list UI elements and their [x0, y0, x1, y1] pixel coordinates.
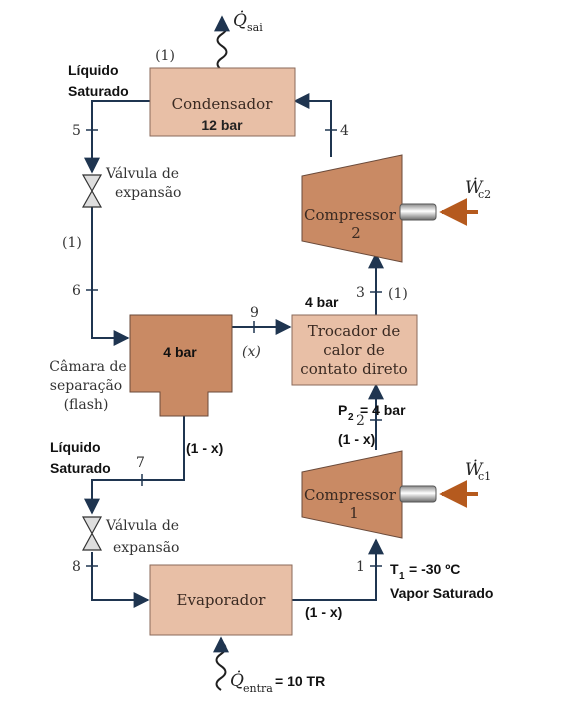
exchanger-line1: Trocador de [308, 322, 401, 340]
compressor-1-shaft [399, 485, 437, 503]
valve-bottom-line1: Válvula de [105, 518, 179, 534]
t1-symbol: T [390, 561, 399, 577]
heat-out: Q̇ sai [214, 11, 263, 71]
p2-label: P 2 = 4 bar [338, 402, 406, 423]
compressor-2-shaft [399, 203, 437, 221]
flash-line1: Câmara de [49, 359, 126, 375]
p2-sub: 2 [348, 412, 354, 423]
condenser: Condensador 12 bar (1) [149, 48, 296, 137]
compressor-2: Compressor 2 Ẇ c2 [301, 154, 491, 263]
t1-sub: 1 [399, 571, 405, 582]
pipe-condenser-to-valve [84, 100, 150, 174]
liquid-bottom-line1: Líquido [50, 439, 101, 455]
state-ticks [86, 129, 382, 567]
heat-out-symbol: Q̇ [233, 11, 247, 31]
p2-value: = 4 bar [360, 402, 406, 418]
stream-one-minus-x-s2: (1 - x) [338, 431, 375, 447]
stream-one-minus-x-flash: (1 - x) [186, 440, 223, 456]
evaporator-label: Evaporador [177, 591, 267, 609]
p2-symbol: P [338, 402, 347, 418]
state-1: 1 [356, 559, 365, 575]
pipe-comp2-to-condenser [293, 93, 332, 157]
flash-line2: separação [50, 378, 122, 394]
stream-s3-frac: (1) [388, 286, 408, 302]
valve-top-line2: expansão [115, 185, 181, 201]
liquid-top-line2: Saturado [68, 83, 129, 99]
flash-chamber: 4 bar Câmara de separação (flash) [49, 314, 233, 417]
valve-bottom-icon [81, 516, 103, 551]
valve-top: Válvula de expansão [81, 166, 181, 208]
heat-out-subscript: sai [247, 21, 263, 34]
stream-p-exchanger: 4 bar [305, 294, 339, 310]
heat-in-value: = 10 TR [275, 673, 325, 689]
heat-in-subscript: entra [243, 682, 273, 695]
condenser-label: Condensador [172, 95, 274, 113]
state-numbers: 5 6 8 4 3 2 1 9 7 [72, 123, 365, 575]
state-9: 9 [250, 305, 259, 321]
state-3: 3 [356, 285, 365, 301]
exchanger: Trocador de calor de contato direto [291, 314, 418, 386]
state-5: 5 [72, 123, 81, 139]
valve-top-line1: Válvula de [105, 166, 179, 182]
pipe-evaporator-to-comp1 [292, 538, 384, 601]
stream-left-mid: (1) [62, 235, 82, 251]
heat-in: Q̇ entra = 10 TR [213, 636, 325, 695]
compressor-1: Compressor 1 Ẇ c1 [301, 450, 491, 539]
condenser-state-label: (1) [155, 48, 175, 64]
state-2: 2 [356, 413, 365, 429]
heat-in-squiggle [215, 641, 227, 691]
pipe-flash-to-valve [84, 416, 185, 515]
condenser-pressure: 12 bar [201, 117, 243, 133]
stream-one-minus-x-evap: (1 - x) [305, 604, 342, 620]
state-7: 7 [136, 455, 145, 471]
valve-top-icon [81, 174, 103, 208]
liquid-top-line1: Líquido [68, 62, 119, 78]
state-6: 6 [72, 283, 81, 299]
compressor-1-label: Compressor [304, 486, 397, 504]
state-8: 8 [72, 559, 81, 575]
state-4: 4 [340, 123, 349, 139]
heat-in-symbol: Q̇ [230, 671, 244, 691]
evaporator: Evaporador [149, 564, 293, 636]
exchanger-line2: calor de [323, 341, 385, 359]
exchanger-line3: contato direto [300, 360, 407, 378]
liquid-bottom-line2: Saturado [50, 460, 111, 476]
stream-labels: (1) (x) (1) 4 bar (1 - x) (1 - x) (1 - x… [62, 235, 408, 620]
t1-label: T 1 = -30 ºC Vapor Saturado [390, 561, 493, 601]
flash-line3: (flash) [64, 397, 109, 413]
compressor-1-work-sub: c1 [478, 470, 491, 483]
compressor-2-label: Compressor [304, 206, 397, 224]
vapor-label: Vapor Saturado [390, 585, 493, 601]
flash-pressure: 4 bar [163, 344, 197, 360]
t1-value: = -30 ºC [409, 561, 460, 577]
compressor-2-index: 2 [351, 224, 361, 242]
pipes [84, 93, 384, 608]
pipe-valve-to-evaporator [91, 552, 150, 608]
compressor-1-index: 1 [349, 504, 359, 522]
compressor-1-work-symbol: Ẇ [465, 459, 484, 480]
heat-out-squiggle [216, 21, 228, 71]
pipe-valve-to-flash [91, 206, 130, 346]
valve-bottom-line2: expansão [113, 540, 179, 556]
compressor-2-work-symbol: Ẇ [465, 177, 484, 198]
compressor-2-work-sub: c2 [478, 188, 491, 201]
stream-x-frac: (x) [242, 344, 261, 360]
valve-bottom: Válvula de expansão [81, 516, 179, 556]
